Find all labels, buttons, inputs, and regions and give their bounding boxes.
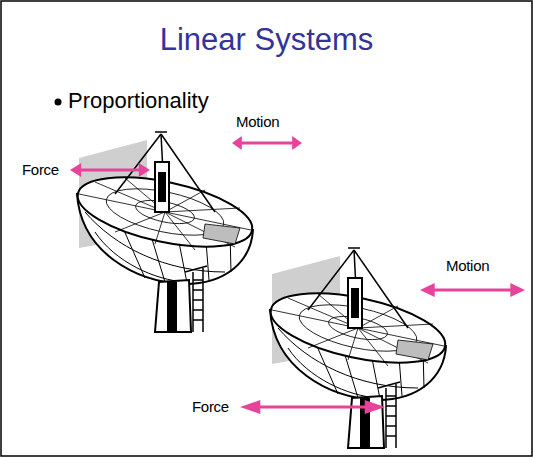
- force-arrow: [70, 163, 150, 177]
- force-label: Force: [22, 161, 59, 178]
- bullet-text: Proportionality: [68, 88, 209, 114]
- motion-label: Motion: [446, 257, 489, 274]
- motion-arrow: [232, 136, 302, 150]
- motion-arrow: [420, 283, 525, 297]
- slide-title: Linear Systems: [0, 22, 533, 58]
- bullet-dot: [55, 99, 62, 106]
- motion-label: Motion: [236, 113, 279, 130]
- force-arrow: [240, 400, 385, 414]
- satellite-dish: [265, 248, 452, 448]
- satellite-dish: [72, 132, 259, 332]
- force-label: Force: [192, 398, 229, 415]
